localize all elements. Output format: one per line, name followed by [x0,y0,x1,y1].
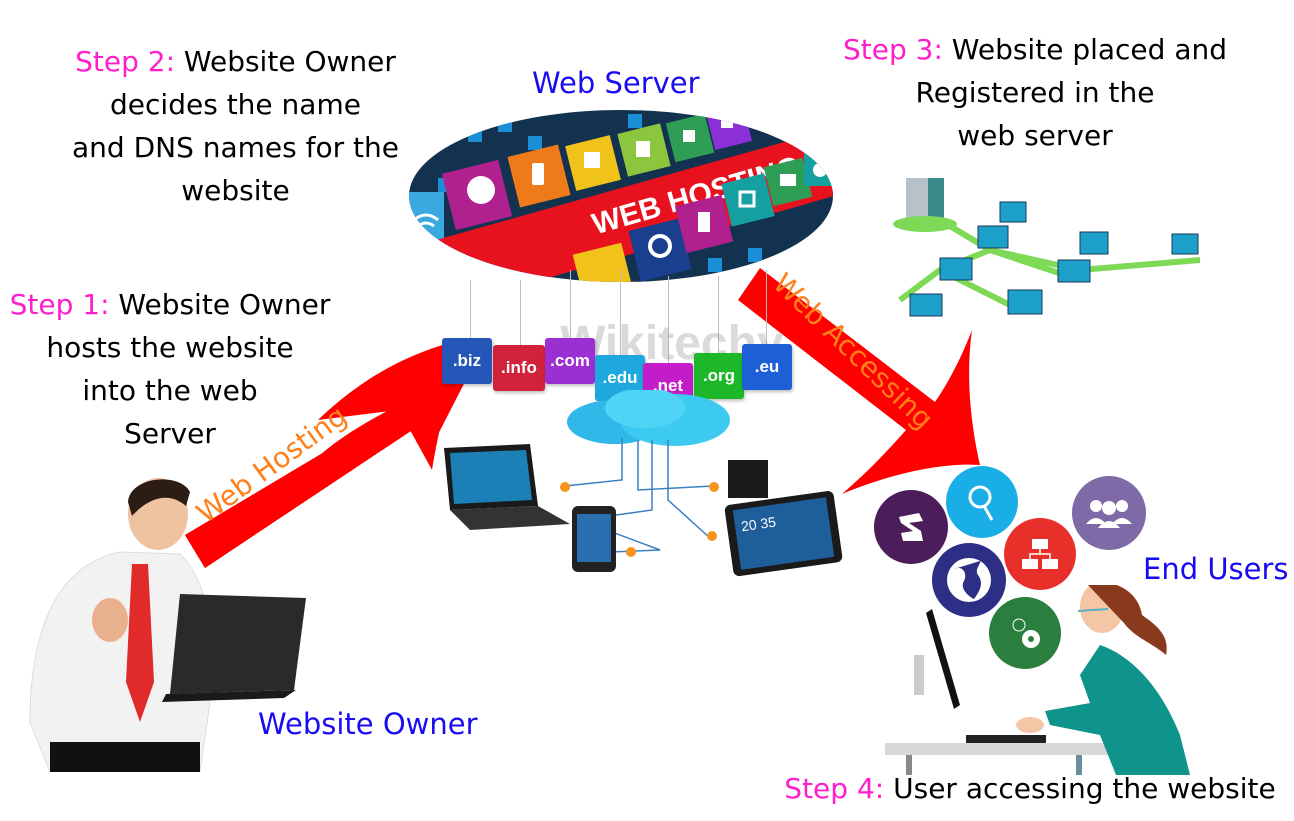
owner-laptop [170,594,306,694]
network-diagram [893,178,1201,317]
search-circle [946,466,1018,538]
document-icon [698,212,710,232]
tag-string [520,280,521,348]
tag-string [668,276,669,366]
gear-icon [648,234,672,258]
woman-body [1045,645,1190,775]
floppy-icon [584,152,600,168]
puzzle-circle [874,490,948,564]
fingerprint-icon [683,130,695,142]
step-3-text: Step 3: Website placed and Registered in… [842,33,1227,152]
web-server-label: Web Server [532,66,700,100]
node-dot [626,547,636,557]
chart-icon [721,120,733,128]
mobile-icon [532,163,544,185]
tablet-icon: 20 35 [724,491,843,577]
step-2-text: Step 2: Website Owner decides the name a… [71,45,399,207]
web-accessing-arrow [738,268,980,494]
users-circle [1072,476,1146,550]
node-dot [560,482,570,492]
globe-icon [947,558,991,602]
hard-drive-icon [728,460,768,498]
step-4-text: Step 4: User accessing the website [784,772,1276,805]
domain-tag-biz: .biz [442,338,492,384]
sitemap-circle [1004,518,1076,590]
gears-icon [1012,618,1040,648]
keyboard-icon [966,735,1046,743]
domain-tag-info: .info [493,345,545,391]
step-4-label: Step 4: [784,772,885,805]
website-owner-illustration [29,478,306,772]
end-users-label: End Users [1143,552,1289,586]
cloud-devices-illustration: 20 35 [444,390,843,577]
computer-icons [909,201,1199,317]
website-owner-label: Website Owner [258,707,478,741]
search-icon [968,485,994,521]
step-1-text: Step 1: Website Owner hosts the website … [9,288,331,450]
code-tile [572,242,634,282]
frame-icon [738,190,756,208]
window-icon [780,174,796,186]
node-dot [707,531,717,541]
tablet-time: 20 35 [740,514,777,535]
end-user-illustration [885,585,1190,775]
tag-string [766,270,767,346]
devices-icon [636,141,650,157]
owner-tie [126,564,154,722]
web-hosting-ellipse: WEB HOSTING [409,110,833,282]
cloud-icon [567,390,730,446]
step-2-label: Step 2: [75,45,176,78]
step-1-label: Step 1: [9,288,110,321]
desk [885,743,1115,755]
tag-string [570,270,571,340]
domain-tag-eu: .eu [742,344,792,390]
frame-tile [721,173,775,227]
puzzle-icon [899,513,923,541]
tag-string [620,270,621,358]
laptop-icon [444,444,570,530]
users-group-icon [1086,500,1132,528]
tag-string [470,280,471,340]
sitemap-icon [1022,539,1058,569]
gears-circle [989,597,1061,669]
sync-icon [467,176,495,204]
web-hosting-arrow-head [185,338,468,568]
gear-tile [628,218,692,282]
node-dot [709,482,719,492]
globe-circle [932,543,1006,617]
domain-tag-com: .com [545,338,595,384]
domain-tag-org: .org [694,353,744,399]
tag-string [718,276,719,358]
globe-icon [813,163,827,177]
phone-icon [572,506,616,572]
step-3-label: Step 3: [842,33,943,66]
monitor-icon [926,609,960,709]
